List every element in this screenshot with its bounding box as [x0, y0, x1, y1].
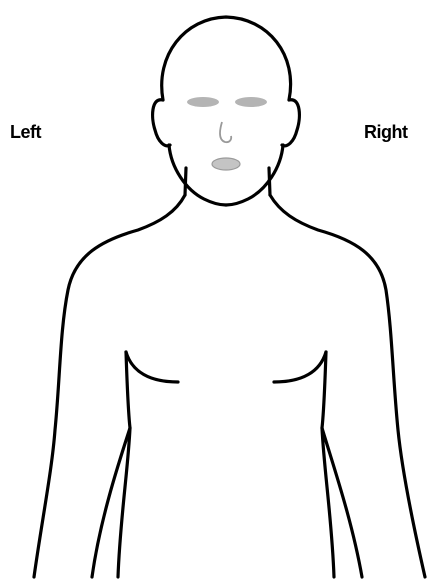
head-outline	[162, 17, 291, 100]
neck-right	[269, 168, 270, 195]
nose	[220, 122, 231, 142]
left-ear	[153, 100, 170, 146]
face-right-contour	[226, 145, 283, 205]
right-chest-line	[274, 352, 326, 382]
left-eye	[187, 97, 219, 107]
face-left-contour	[169, 145, 226, 205]
left-chest-line	[126, 352, 178, 382]
neck-left	[185, 168, 186, 195]
face-features	[187, 97, 267, 170]
mouth	[212, 158, 240, 170]
left-shoulder-arm	[34, 195, 185, 577]
right-shoulder-arm	[270, 195, 425, 577]
right-ear	[282, 100, 299, 146]
right-eye	[235, 97, 267, 107]
